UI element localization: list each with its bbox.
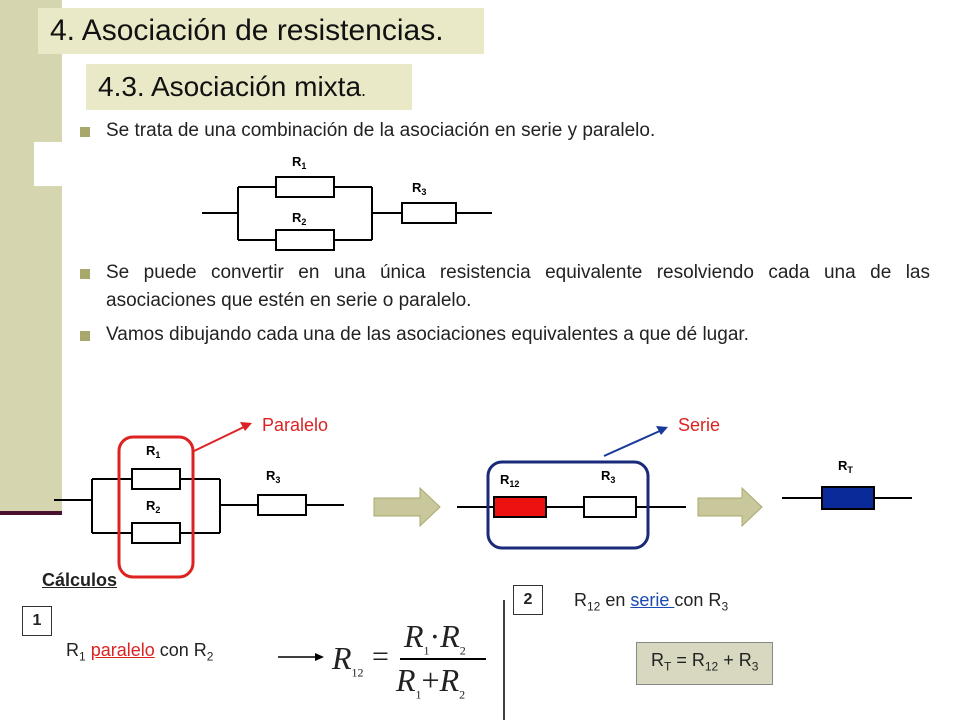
- resistor-r1: [275, 176, 335, 198]
- paralelo-arrow: [191, 425, 247, 453]
- parallel-highlight: [117, 435, 195, 579]
- resistor-r2-b: [131, 522, 181, 544]
- block-arrow-1: [373, 486, 441, 528]
- slide-subtitle: 4.3. Asociación mixta.: [86, 64, 412, 110]
- resistor-r2: [275, 229, 335, 251]
- sidebar-white-notch: [34, 142, 62, 186]
- bullet-marker-3: [80, 331, 90, 341]
- label-rt: RT: [838, 458, 853, 475]
- label-r1-b: R1: [146, 443, 160, 460]
- resistor-r12: [493, 496, 547, 518]
- bullet-marker-2: [80, 269, 90, 279]
- slide-title: 4. Asociación de resistencias.: [38, 8, 484, 54]
- label-r2-b: R2: [146, 498, 160, 515]
- bullet-text-1: Se trata de una combinación de la asocia…: [106, 120, 656, 141]
- step2-number: 2: [513, 585, 543, 615]
- step1-text: R1 paralelo con R2: [66, 640, 214, 664]
- rt-result-box: RT = R12 + R3: [636, 642, 774, 685]
- label-r12: R12: [500, 472, 519, 489]
- label-r3-c: R3: [601, 468, 615, 485]
- series-highlight: [486, 460, 650, 550]
- subtitle-dot: .: [361, 80, 367, 100]
- step2-text: R12 en serie con R3: [574, 590, 729, 614]
- label-r3-b: R3: [266, 468, 280, 485]
- paralelo-link[interactable]: paralelo: [90, 640, 155, 660]
- formula-arrow-head: [315, 653, 324, 661]
- serie-arrow-head: [656, 426, 668, 435]
- resistor-r3: [401, 202, 457, 224]
- bullet-marker-1: [80, 127, 90, 137]
- bullet-text-3: Vamos dibujando cada una de las asociaci…: [106, 324, 749, 345]
- label-r3: R3: [412, 180, 426, 197]
- calculos-heading: Cálculos: [42, 570, 118, 590]
- block-arrow-2: [697, 486, 763, 528]
- paralelo-label: Paralelo: [262, 415, 328, 435]
- resistor-r1-b: [131, 468, 181, 490]
- serie-arrow: [603, 429, 663, 457]
- serie-label: Serie: [678, 415, 720, 435]
- sidebar-strip: [0, 0, 62, 515]
- fraction-bar: [400, 658, 486, 660]
- label-r1: R1: [292, 154, 306, 171]
- resistor-r3-c: [583, 496, 637, 518]
- serie-link[interactable]: serie: [630, 590, 675, 610]
- label-r2: R2: [292, 210, 306, 227]
- paralelo-arrow-head: [240, 422, 252, 431]
- bullet-text-2: Se puede convertir en una única resisten…: [106, 262, 930, 311]
- resistor-rt: [821, 486, 875, 510]
- resistor-r3-b: [257, 494, 307, 516]
- parallel-formula: R12 = R1·R2 R1+R2: [332, 616, 492, 706]
- sidebar-bar: [0, 511, 62, 515]
- subtitle-text: 4.3. Asociación mixta: [98, 71, 362, 102]
- step1-number: 1: [22, 606, 52, 636]
